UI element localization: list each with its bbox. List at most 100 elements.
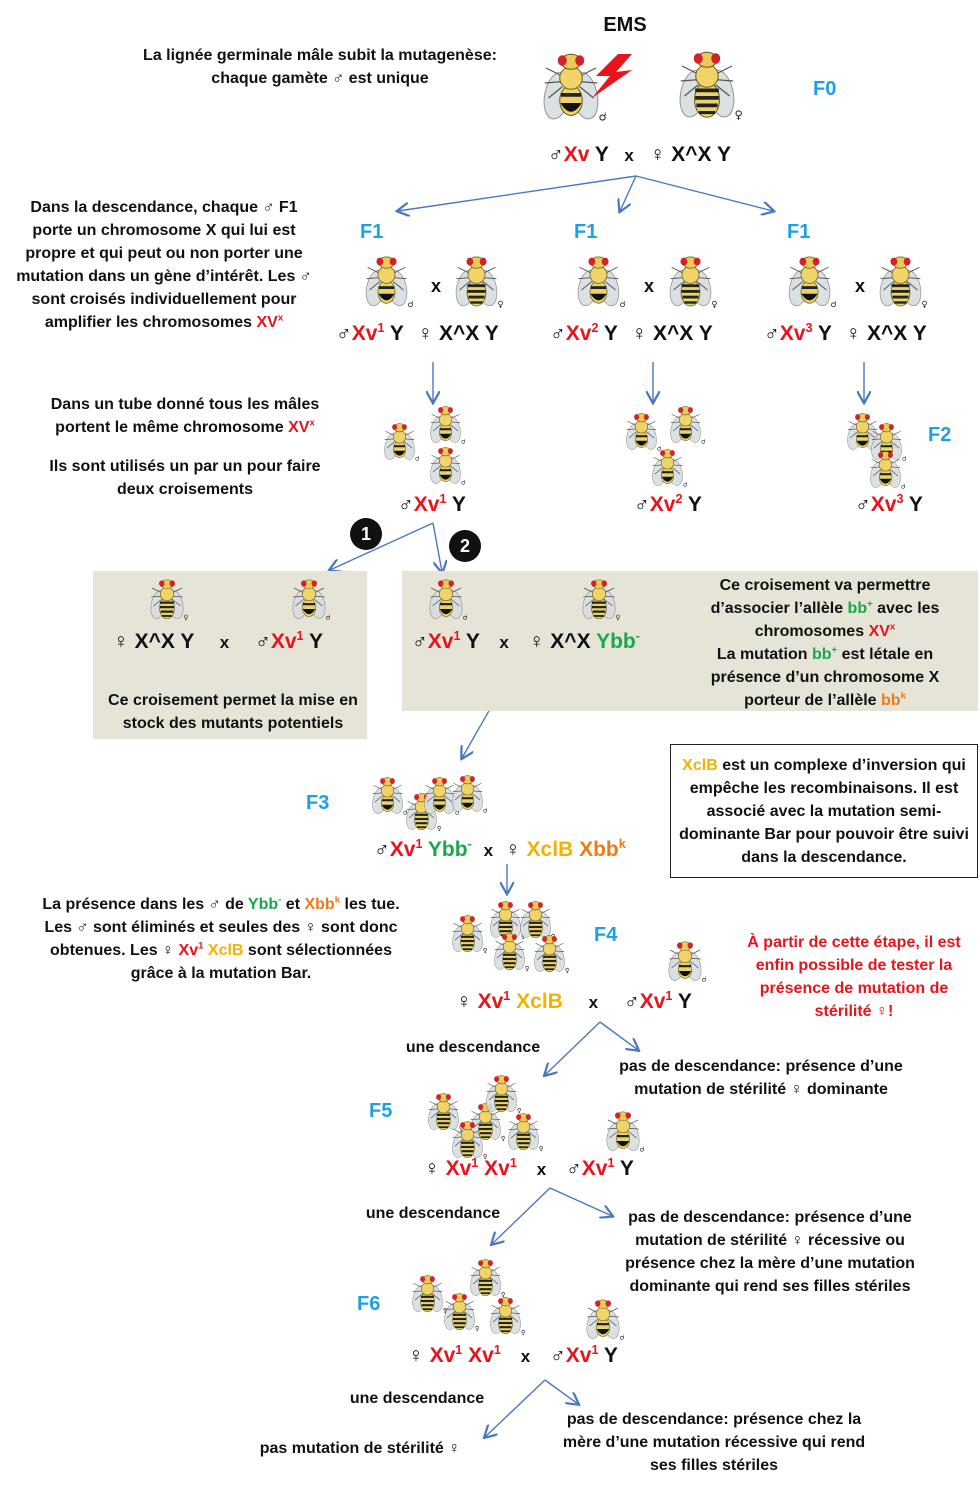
fly-female-icon: ♀ <box>408 1272 448 1319</box>
fly-female-icon: ♀ <box>482 1072 522 1119</box>
fly-female-icon: ♀ <box>450 252 504 314</box>
fly-male-icon: ♂ <box>425 576 469 626</box>
f0-cross: ♂Xv Y x ♀ X^X Y <box>548 143 731 167</box>
f2-male-2: ♂Xv2 Y <box>634 492 702 516</box>
svg-text:♂: ♂ <box>683 482 687 489</box>
svg-text:♂: ♂ <box>640 1146 645 1154</box>
svg-text:♂: ♂ <box>463 614 468 622</box>
fly-male-icon: ♂ <box>368 774 409 821</box>
fly-male-icon: ♂ <box>664 938 708 988</box>
f0-male-x: Xv <box>563 143 590 166</box>
f1-cross-2: ♂Xv2 Y ♀ X^X Y <box>550 321 713 345</box>
svg-text:♀: ♀ <box>184 614 189 622</box>
svg-text:♂: ♂ <box>461 480 465 487</box>
f4-descendance-yes: une descendance <box>405 1039 541 1056</box>
f2-male-1: ♂Xv1 Y <box>398 492 466 516</box>
fly-female-icon: ♀ <box>146 576 188 626</box>
f1-cross-1: ♂Xv1 Y ♀ X^X Y <box>336 321 499 345</box>
svg-text:♀: ♀ <box>616 614 621 622</box>
fly-male-icon: ♂ <box>866 448 907 495</box>
svg-text:♀: ♀ <box>539 1146 543 1153</box>
fly-male-icon: ♂ <box>648 446 689 493</box>
svg-text:♀: ♀ <box>437 826 441 833</box>
arrow-f6-no <box>544 1379 578 1404</box>
f6-label: F6 <box>357 1293 381 1315</box>
svg-text:♀: ♀ <box>517 1108 521 1115</box>
fly-male-icon: ♂ <box>420 774 461 821</box>
svg-text:♂: ♂ <box>483 808 487 815</box>
f1-label-2: F1 <box>574 221 598 243</box>
svg-text:♀: ♀ <box>735 109 743 122</box>
svg-text:♂: ♂ <box>701 439 705 446</box>
svg-text:♂: ♂ <box>455 810 459 817</box>
arrow-f5-yes <box>492 1187 551 1244</box>
svg-text:♀: ♀ <box>501 1292 505 1299</box>
svg-text:♂: ♂ <box>599 111 607 124</box>
f3-label: F3 <box>306 792 330 814</box>
svg-text:♀: ♀ <box>521 1330 525 1337</box>
svg-text:♀: ♀ <box>443 1308 447 1315</box>
fly-female-icon: ♀ <box>486 898 526 945</box>
f1-note-text: Dans la descendance, chaque ♂ F1 porte u… <box>16 199 312 331</box>
f4-descendance-no: pas de descendance: présence d’une mutat… <box>619 1058 903 1098</box>
cross-1-badge: 1 <box>350 518 382 550</box>
f0-note: La lignée germinale mâle subit la mutage… <box>143 47 497 87</box>
f4-label: F4 <box>594 924 618 946</box>
arrow-f0-f1b <box>620 175 637 211</box>
svg-text:♂: ♂ <box>403 810 407 817</box>
arrow-f0-f1c <box>635 175 773 211</box>
f2-label: F2 <box>928 424 952 446</box>
fly-female-icon: ♀ <box>490 930 530 977</box>
fly-female-icon: ♀ <box>448 912 488 959</box>
cross-2-badge: 2 <box>449 530 481 562</box>
xclb-info-box <box>670 744 978 878</box>
f1-note: Dans la descendance, chaque ♂ F1 porte u… <box>10 196 318 334</box>
cross-sign: x <box>854 276 865 296</box>
svg-text:♀: ♀ <box>459 1126 463 1133</box>
f6-result-yes: pas mutation de stérilité ♀ <box>259 1440 461 1457</box>
arrow-f2-cross1 <box>330 522 434 570</box>
fly-male-icon: ♂ <box>448 772 489 819</box>
xclb-info-text: XclB est un complexe d’inversion qui emp… <box>679 757 969 866</box>
fly-male-icon: ♂ <box>572 252 627 314</box>
fly-female-icon: ♀ <box>504 1110 544 1157</box>
fly-female-icon: ♀ <box>424 1090 464 1137</box>
f6-cross: ♀ Xv1 Xv1 x ♂Xv1 Y <box>408 1343 618 1367</box>
fly-female-icon: ♀ <box>448 1118 488 1165</box>
f4-cross: ♀ Xv1 XclB x ♂Xv1 Y <box>456 989 692 1013</box>
fly-female-icon: ♀ <box>530 932 570 979</box>
f0-label: F0 <box>813 78 837 100</box>
arrow-f2-cross2 <box>432 522 442 572</box>
f1-note-xv: XVx <box>256 312 284 331</box>
svg-text:♂: ♂ <box>415 456 419 463</box>
fly-female-icon: ♀ <box>672 46 743 126</box>
svg-text:♀: ♀ <box>483 1154 487 1161</box>
cross-1-note: Ce croisement permet la mise en stock de… <box>108 692 358 732</box>
fly-female-icon: ♀ <box>466 1256 506 1303</box>
fly-female-icon: ♀ <box>486 1294 526 1341</box>
f3-cross: ♂Xv1 Ybb- x ♀ XclB Xbbk <box>374 837 626 861</box>
svg-text:♂: ♂ <box>901 484 905 491</box>
fly-female-icon: ♀ <box>578 576 620 626</box>
arrow-f4-yes <box>545 1021 601 1075</box>
svg-text:♂: ♂ <box>702 976 707 984</box>
f5-label: F5 <box>369 1100 393 1122</box>
cross-2-panel <box>402 571 978 711</box>
fly-female-icon: ♀ <box>516 898 556 945</box>
f2-male-3: ♂Xv3 Y <box>855 492 923 516</box>
svg-text:♀: ♀ <box>497 300 503 309</box>
f4-red-note: À partir de cette étape, il est enfin po… <box>747 934 961 1020</box>
svg-text:♂: ♂ <box>407 300 413 309</box>
f2-note-1: Dans un tube donné tous les mâles porten… <box>50 396 320 436</box>
f0-male-y: Y <box>594 143 609 166</box>
svg-text:♂: ♂ <box>830 300 836 309</box>
fly-male-icon: ♂ <box>783 252 838 314</box>
svg-text:♂: ♂ <box>620 1334 625 1342</box>
f1-label-3: F1 <box>787 221 811 243</box>
cross-sign: x <box>643 276 654 296</box>
fly-male-icon: ♂ <box>426 403 467 450</box>
svg-text:♀: ♀ <box>475 1326 479 1333</box>
arrow-f6-yes <box>485 1379 546 1437</box>
fly-male-icon: ♂ <box>380 420 421 467</box>
